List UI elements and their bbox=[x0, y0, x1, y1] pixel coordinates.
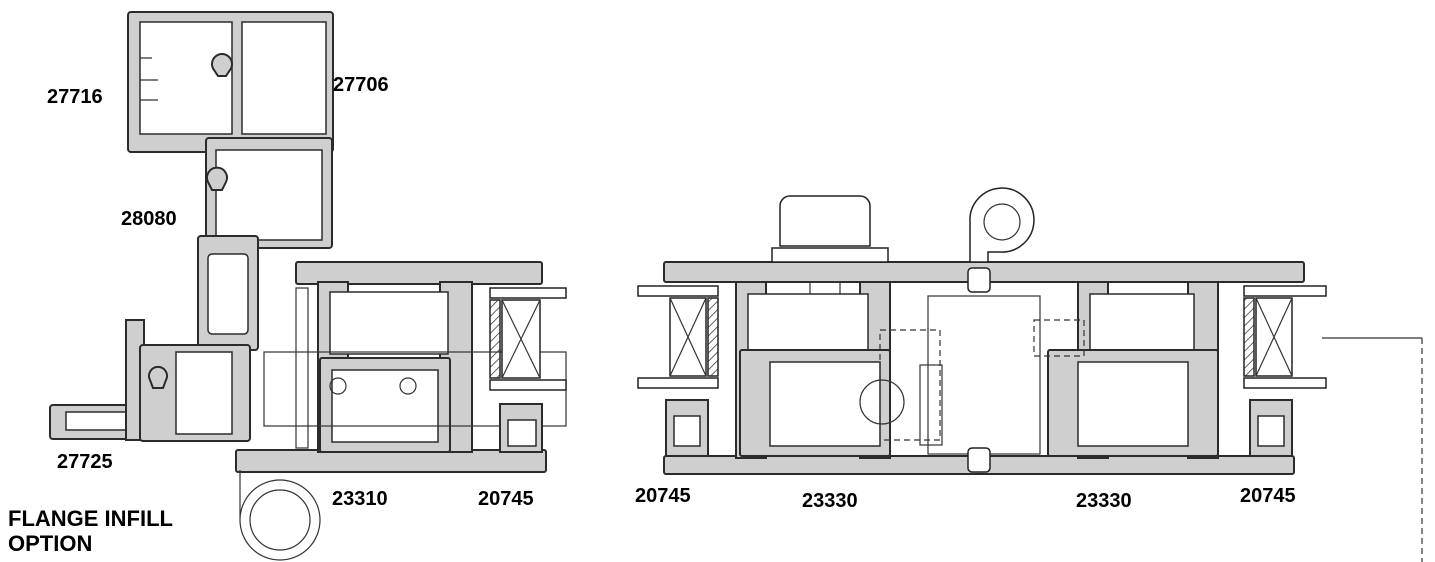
label-27716: 27716 bbox=[47, 86, 103, 108]
flange-infill-ring bbox=[239, 470, 321, 561]
dimension-leader bbox=[1322, 337, 1423, 562]
label-27706: 27706 bbox=[333, 74, 389, 96]
right-assembly bbox=[637, 187, 1423, 562]
glazing-unit-left-side bbox=[637, 285, 719, 457]
profile-27716-27706 bbox=[127, 11, 334, 153]
flange-infill-note-line2: OPTION bbox=[8, 531, 93, 557]
glazing-unit-left bbox=[489, 287, 567, 391]
label-23330-right: 23330 bbox=[1076, 490, 1132, 512]
mullion bbox=[197, 235, 259, 351]
label-27725: 27725 bbox=[57, 451, 113, 473]
label-20745-mid: 20745 bbox=[635, 485, 691, 507]
profile-23310 bbox=[235, 261, 567, 473]
handle bbox=[771, 195, 889, 413]
label-23310: 23310 bbox=[332, 488, 388, 510]
flange-infill-note-line1: FLANGE INFILL bbox=[8, 506, 173, 531]
flange-infill-note: FLANGE INFILL OPTION bbox=[8, 506, 173, 557]
centre-mullion bbox=[927, 267, 1041, 473]
glazing-unit-right-side bbox=[1243, 285, 1327, 457]
profile-28080 bbox=[205, 137, 333, 249]
label-23330-left: 23330 bbox=[802, 490, 858, 512]
label-20745-right: 20745 bbox=[1240, 485, 1296, 507]
left-assembly bbox=[49, 11, 567, 561]
profile-23330-left bbox=[735, 281, 943, 459]
label-28080: 28080 bbox=[121, 208, 177, 230]
profile-23330-right bbox=[1033, 281, 1219, 459]
label-20745-left: 20745 bbox=[478, 488, 534, 510]
keeper-ring bbox=[969, 187, 1035, 263]
profile-27725 bbox=[49, 319, 251, 442]
